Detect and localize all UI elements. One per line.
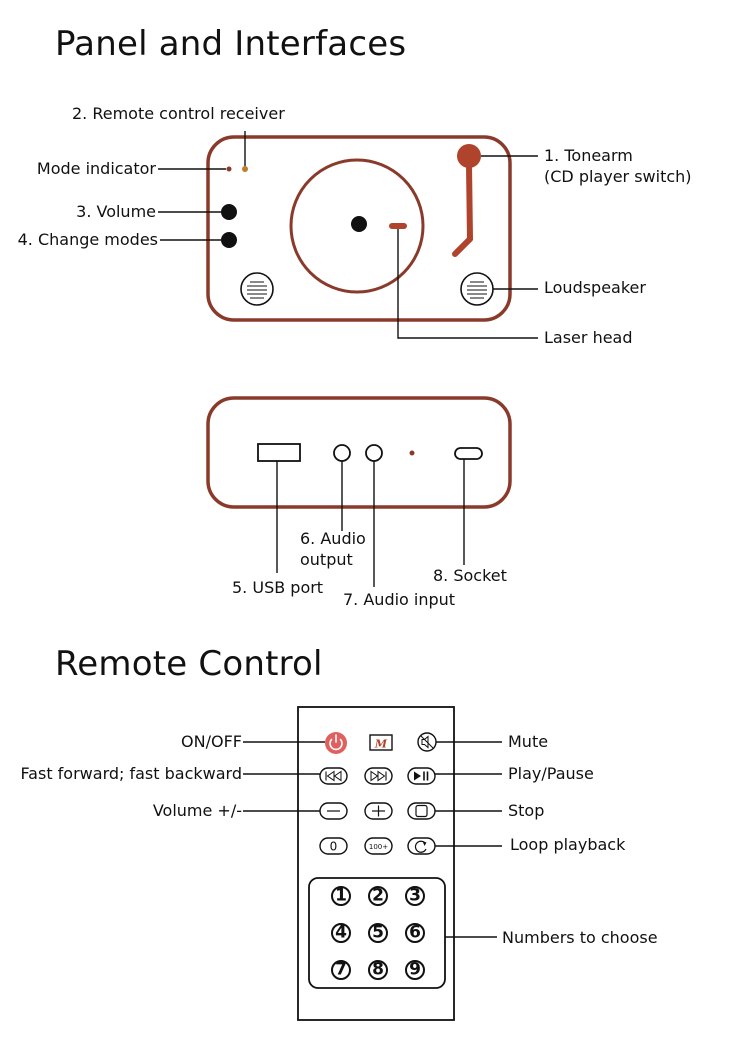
power-button-icon: [325, 732, 347, 754]
audio-output-jack: [333, 444, 351, 462]
stop-button-icon: [407, 802, 436, 820]
hundred-key-text: 100+: [369, 843, 388, 851]
loudspeaker-left-icon: [240, 272, 274, 306]
digit-key-label: 2: [372, 886, 384, 906]
zero-key-text: 0: [330, 840, 338, 854]
back-panel: [206, 396, 512, 587]
label-volume-plus-minus: Volume +/-: [152, 801, 242, 820]
label-laser-head: Laser head: [544, 328, 633, 347]
digit-key-6: 6: [405, 923, 425, 943]
label-audio-output-line2: output: [300, 550, 353, 569]
loudspeaker-right-icon: [460, 272, 494, 306]
label-change-modes: 4. Change modes: [17, 230, 158, 249]
laser-head: [389, 223, 407, 229]
digit-key-label: 1: [335, 886, 347, 906]
panel-heading: Panel and Interfaces: [55, 24, 407, 64]
label-volume: 3. Volume: [76, 202, 156, 221]
volume-knob: [221, 204, 237, 220]
digit-key-1: 1: [331, 886, 351, 906]
label-remote-receiver: 2. Remote control receiver: [72, 104, 285, 123]
digit-key-2: 2: [368, 886, 388, 906]
number-pad: [308, 877, 446, 989]
label-audio-input: 7. Audio input: [343, 590, 456, 609]
remote-leaders: [243, 741, 502, 938]
front-panel: [158, 131, 538, 339]
power-socket: [454, 447, 483, 460]
label-usb-port: 5. USB port: [232, 578, 324, 597]
mode-button-icon: [369, 734, 393, 751]
label-tonearm-sub: (CD player switch): [544, 167, 692, 186]
digit-grid: 1 2 3 4 5 6 7 8 9: [331, 886, 425, 980]
back-panel-body: [206, 396, 512, 509]
remote-heading: Remote Control: [55, 644, 323, 684]
loop-button-icon: [407, 837, 436, 855]
digit-key-7: 7: [331, 960, 351, 980]
digit-key-4: 4: [331, 923, 351, 943]
label-mute: Mute: [508, 732, 549, 751]
digit-key-label: 6: [409, 923, 421, 943]
zero-button-icon: [319, 837, 348, 855]
volume-up-button-icon: [364, 802, 393, 820]
label-socket: 8. Socket: [433, 566, 507, 585]
remote-receiver-sensor: [242, 166, 248, 172]
digit-key-label: 9: [409, 960, 421, 980]
audio-input-jack: [365, 444, 383, 462]
front-panel-body: [206, 135, 512, 322]
label-numbers-to-choose: Numbers to choose: [502, 928, 658, 947]
label-audio-output: 6. Audio: [300, 529, 366, 548]
digit-key-label: 4: [335, 923, 347, 943]
remote-control: 1 2 3 4 5 6 7 8 9 M 0 100+: [243, 706, 502, 1021]
spindle: [351, 216, 367, 232]
label-loudspeaker: Loudspeaker: [544, 278, 646, 297]
digit-key-label: 3: [409, 886, 421, 906]
digit-key-8: 8: [368, 960, 388, 980]
front-panel-leaders: [158, 131, 538, 339]
digit-key-5: 5: [368, 923, 388, 943]
disc-platter: [289, 158, 425, 294]
hundred-plus-button-icon: [364, 837, 393, 855]
digit-key-3: 3: [405, 886, 425, 906]
label-play-pause: Play/Pause: [508, 764, 594, 783]
label-loop-playback: Loop playback: [510, 835, 626, 854]
label-fast-forward-backward: Fast forward; fast backward: [20, 764, 242, 783]
remote-body: [297, 706, 455, 1021]
volume-down-button-icon: [319, 802, 348, 820]
skip-back-button-icon: [319, 767, 348, 785]
label-mode-indicator: Mode indicator: [36, 159, 156, 178]
usb-port: [257, 443, 301, 462]
play-pause-button-icon: [407, 767, 436, 785]
mode-indicator-light: [226, 166, 232, 172]
label-tonearm: 1. Tonearm: [544, 146, 633, 165]
digit-key-label: 5: [372, 923, 384, 943]
digit-key-9: 9: [405, 960, 425, 980]
back-indicator-dot: [409, 450, 415, 456]
mode-key-text: M: [374, 738, 388, 751]
back-panel-leaders: [276, 459, 465, 587]
label-stop: Stop: [508, 801, 545, 820]
digit-key-label: 7: [335, 960, 347, 980]
label-on-off: ON/OFF: [181, 732, 242, 751]
digit-key-label: 8: [372, 960, 384, 980]
change-mode-knob: [221, 232, 237, 248]
mute-button-icon: [417, 732, 437, 752]
tonearm: [452, 144, 481, 257]
skip-forward-button-icon: [364, 767, 393, 785]
